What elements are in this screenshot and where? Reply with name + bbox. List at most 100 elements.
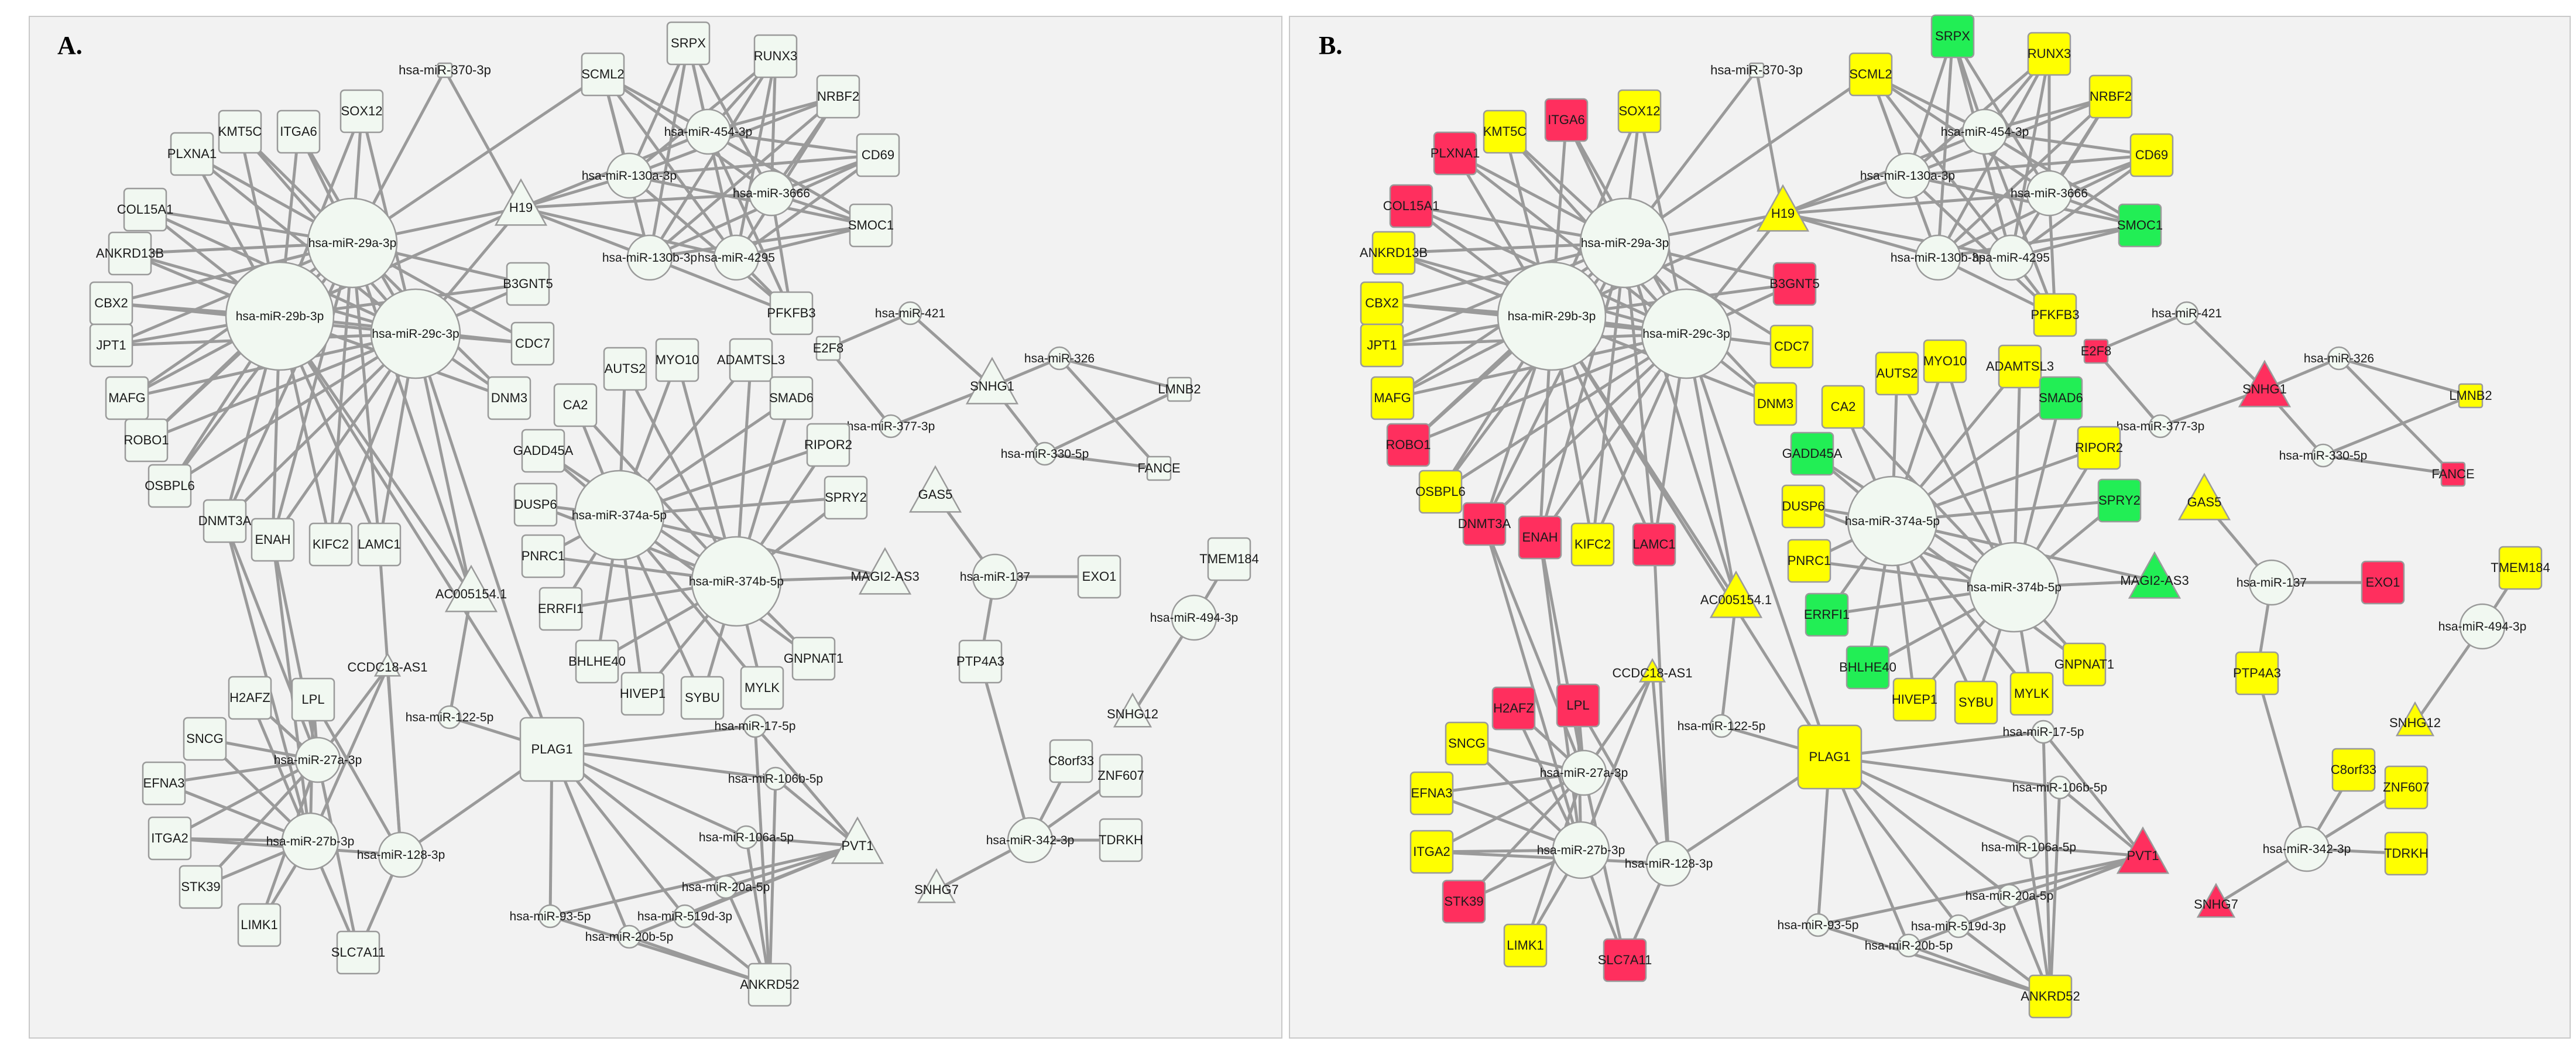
node-pfkfb3[interactable]: PFKFB3	[767, 291, 816, 335]
node-pvt1[interactable]: PVT1	[2116, 826, 2170, 874]
node-jpt1[interactable]: JPT1	[89, 323, 133, 368]
node-lamc1[interactable]: LAMC1	[1632, 522, 1676, 567]
node-itga6[interactable]: ITGA6	[276, 109, 321, 154]
node-stk39[interactable]: STK39	[179, 865, 223, 909]
node-sybu[interactable]: SYBU	[680, 676, 725, 720]
node-kifc2[interactable]: KIFC2	[1570, 522, 1615, 567]
node-ptp4a3[interactable]: PTP4A3	[956, 639, 1004, 684]
node-col15a1[interactable]: COL15A1	[1383, 184, 1440, 228]
node-srpx[interactable]: SRPX	[666, 21, 711, 66]
node-robo1[interactable]: ROBO1	[124, 418, 169, 463]
node-hsa-mir-330-5p[interactable]: hsa-miR-330-5p	[2279, 443, 2368, 468]
node-hsa-mir-20a-5p[interactable]: hsa-miR-20a-5p	[1966, 883, 2054, 908]
node-snhg7[interactable]: SNHG7	[914, 868, 959, 903]
node-snhg12[interactable]: SNHG12	[1107, 692, 1158, 728]
node-hsa-mir-374b-5p[interactable]: hsa-miR-374b-5p	[689, 536, 784, 627]
node-hsa-mir-342-3p[interactable]: hsa-miR-342-3p	[986, 817, 1075, 864]
node-lmnb2[interactable]: LMNB2	[1158, 376, 1201, 402]
node-sox12[interactable]: SOX12	[339, 89, 384, 133]
node-hsa-mir-20b-5p[interactable]: hsa-miR-20b-5p	[1865, 933, 1953, 958]
node-slc7a11[interactable]: SLC7A11	[1598, 938, 1652, 982]
node-hsa-mir-421[interactable]: hsa-miR-421	[875, 301, 945, 326]
node-dnm3[interactable]: DNM3	[1753, 382, 1798, 426]
node-fance[interactable]: FANCE	[2431, 461, 2475, 487]
node-tmem184[interactable]: TMEM184	[1199, 537, 1259, 581]
node-h2afz[interactable]: H2AFZ	[228, 676, 272, 720]
node-hsa-mir-29c-3p[interactable]: hsa-miR-29c-3p	[370, 288, 461, 379]
node-runx3[interactable]: RUNX3	[754, 34, 798, 78]
node-hsa-mir-377-3p[interactable]: hsa-miR-377-3p	[847, 414, 935, 439]
node-cbx2[interactable]: CBX2	[1360, 281, 1404, 326]
node-snhg1[interactable]: SNHG1	[2238, 359, 2292, 407]
node-smad6[interactable]: SMAD6	[2039, 376, 2083, 420]
node-h2afz[interactable]: H2AFZ	[1491, 686, 1536, 731]
node-znf607[interactable]: ZNF607	[2383, 765, 2430, 810]
node-c8orf33[interactable]: C8orf33	[1048, 739, 1094, 783]
node-h19[interactable]: H19	[494, 178, 548, 226]
node-pnrc1[interactable]: PNRC1	[1788, 539, 1831, 583]
node-jpt1[interactable]: JPT1	[1360, 323, 1404, 368]
node-ca2[interactable]: CA2	[1821, 385, 1865, 429]
node-cbx2[interactable]: CBX2	[89, 281, 133, 326]
node-hsa-mir-330-5p[interactable]: hsa-miR-330-5p	[1001, 441, 1089, 466]
node-hsa-mir-130a-3p[interactable]: hsa-miR-130a-3p	[582, 152, 677, 199]
node-b3gnt5[interactable]: B3GNT5	[503, 262, 553, 306]
node-h19[interactable]: H19	[1756, 184, 1810, 232]
node-kmt5c[interactable]: KMT5C	[218, 109, 262, 154]
node-adamtsl3[interactable]: ADAMTSL3	[1986, 344, 2054, 389]
node-bhlhe40[interactable]: BHLHE40	[568, 639, 626, 684]
node-plxna1[interactable]: PLXNA1	[1431, 131, 1480, 176]
node-magi2-as3[interactable]: MAGI2-AS3	[850, 547, 920, 595]
node-pnrc1[interactable]: PNRC1	[522, 534, 565, 578]
node-auts2[interactable]: AUTS2	[1875, 351, 1919, 396]
node-errfi1[interactable]: ERRFI1	[538, 587, 584, 631]
node-ankrd52[interactable]: ANKRD52	[740, 962, 800, 1007]
node-hsa-mir-122-5p[interactable]: hsa-miR-122-5p	[406, 705, 494, 729]
node-ankrd13b[interactable]: ANKRD13B	[1360, 231, 1428, 275]
node-hsa-mir-326[interactable]: hsa-miR-326	[1024, 346, 1095, 371]
node-tmem184[interactable]: TMEM184	[2491, 546, 2550, 590]
node-exo1[interactable]: EXO1	[1077, 554, 1121, 599]
node-ankrd13b[interactable]: ANKRD13B	[96, 231, 164, 276]
node-dnmt3a[interactable]: DNMT3A	[198, 499, 252, 543]
node-scml2[interactable]: SCML2	[1848, 52, 1893, 97]
node-lamc1[interactable]: LAMC1	[357, 522, 402, 567]
node-magi2-as3[interactable]: MAGI2-AS3	[2120, 551, 2189, 599]
node-plag1[interactable]: PLAG1	[1797, 724, 1862, 790]
node-hsa-mir-130a-3p[interactable]: hsa-miR-130a-3p	[1860, 152, 1955, 199]
node-gnpnat1[interactable]: GNPNAT1	[784, 636, 843, 681]
node-limk1[interactable]: LIMK1	[1503, 923, 1548, 968]
node-ca2[interactable]: CA2	[553, 383, 598, 427]
node-hsa-mir-17-5p[interactable]: hsa-miR-17-5p	[2003, 720, 2084, 744]
node-cdc7[interactable]: CDC7	[1769, 324, 1814, 369]
node-b3gnt5[interactable]: B3GNT5	[1769, 262, 1820, 306]
node-robo1[interactable]: ROBO1	[1385, 423, 1431, 467]
node-col15a1[interactable]: COL15A1	[117, 187, 174, 232]
node-hsa-mir-106b-5p[interactable]: hsa-miR-106b-5p	[2012, 775, 2107, 800]
node-efna3[interactable]: EFNA3	[142, 761, 186, 806]
node-plag1[interactable]: PLAG1	[519, 717, 585, 782]
node-spry2[interactable]: SPRY2	[2097, 478, 2142, 523]
node-c8orf33[interactable]: C8orf33	[2331, 748, 2376, 792]
node-hsa-mir-130b-3p[interactable]: hsa-miR-130b-3p	[602, 234, 697, 281]
node-slc7a11[interactable]: SLC7A11	[331, 930, 386, 975]
node-smoc1[interactable]: SMOC1	[2117, 203, 2163, 248]
node-hsa-mir-494-3p[interactable]: hsa-miR-494-3p	[2438, 603, 2527, 650]
node-ac005154-1[interactable]: AC005154.1	[1700, 570, 1772, 618]
node-snhg12[interactable]: SNHG12	[2389, 701, 2441, 737]
node-srpx[interactable]: SRPX	[1930, 14, 1975, 59]
node-sncg[interactable]: SNCG	[1445, 721, 1489, 766]
node-cdc7[interactable]: CDC7	[510, 321, 555, 366]
node-ankrd52[interactable]: ANKRD52	[2021, 974, 2080, 1019]
node-hsa-mir-27b-3p[interactable]: hsa-miR-27b-3p	[1537, 821, 1625, 879]
node-enah[interactable]: ENAH	[1518, 515, 1562, 560]
node-osbpl6[interactable]: OSBPL6	[1415, 470, 1466, 514]
node-enah[interactable]: ENAH	[251, 518, 295, 562]
node-sybu[interactable]: SYBU	[1954, 680, 1998, 725]
node-hsa-mir-519d-3p[interactable]: hsa-miR-519d-3p	[637, 904, 732, 929]
node-hsa-mir-4295[interactable]: hsa-miR-4295	[698, 234, 775, 281]
node-gadd45a[interactable]: GADD45A	[513, 429, 574, 473]
node-lpl[interactable]: LPL	[291, 677, 335, 722]
node-hsa-mir-374a-5p[interactable]: hsa-miR-374a-5p	[1845, 475, 1940, 567]
node-hsa-mir-370-3p[interactable]: hsa-miR-370-3p	[399, 62, 491, 78]
